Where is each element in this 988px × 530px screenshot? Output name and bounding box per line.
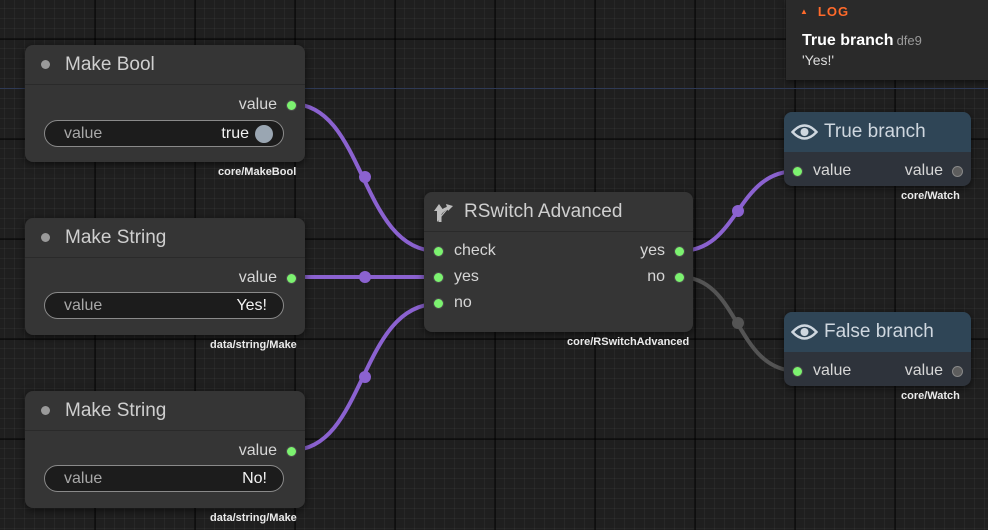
input-slot-check[interactable]: check xyxy=(433,241,496,261)
toggle-knob-icon[interactable] xyxy=(255,124,273,143)
node-title-label: False branch xyxy=(824,321,934,342)
node-type-label: core/Watch xyxy=(901,190,960,202)
slot-label: check xyxy=(454,242,496,259)
collapse-dot-icon[interactable] xyxy=(41,233,50,242)
node-make-bool[interactable]: Make Bool value value true xyxy=(25,45,305,162)
node-type-label: data/string/Make xyxy=(210,512,297,524)
node-type-label: core/Watch xyxy=(901,390,960,402)
slot-label: yes xyxy=(454,268,479,285)
output-slot-value[interactable]: value xyxy=(905,161,963,181)
output-pin[interactable] xyxy=(952,365,963,377)
text-widget[interactable]: value Yes! xyxy=(44,292,284,319)
output-pin[interactable] xyxy=(674,245,685,257)
link-midpoint[interactable] xyxy=(359,271,371,283)
slot-label: value xyxy=(904,362,943,379)
output-slot-value[interactable]: value xyxy=(239,95,297,115)
canvas-guide-line xyxy=(0,88,988,89)
log-entry-id: dfe9 xyxy=(896,33,922,48)
node-title[interactable]: Make String xyxy=(25,391,305,431)
log-header[interactable]: ▲ LOG xyxy=(800,4,849,19)
node-title[interactable]: RSwitch Advanced xyxy=(424,192,693,232)
slot-label: value xyxy=(813,362,852,379)
node-type-label: data/string/Make xyxy=(210,339,297,351)
link-midpoint[interactable] xyxy=(359,371,371,383)
node-false-branch[interactable]: False branch value value xyxy=(784,312,971,386)
slot-label: no xyxy=(454,294,472,311)
input-slot-value[interactable]: value xyxy=(792,161,851,181)
caret-up-icon[interactable]: ▲ xyxy=(800,7,809,16)
node-make-string[interactable]: Make String value value No! xyxy=(25,391,305,508)
log-header-label: LOG xyxy=(817,4,850,19)
widget-value: No! xyxy=(242,469,267,487)
slot-label: value xyxy=(238,269,277,286)
branch-fork-icon xyxy=(434,203,453,222)
log-entry-value: 'Yes!' xyxy=(802,52,835,68)
slot-label: no xyxy=(647,268,665,285)
slot-label: value xyxy=(813,162,852,179)
output-slot-yes[interactable]: yes xyxy=(640,241,685,261)
log-entry-name: True branch xyxy=(802,32,894,49)
node-type-label: core/MakeBool xyxy=(218,166,297,178)
node-rswitch-advanced[interactable]: RSwitch Advanced check yes no yes no xyxy=(424,192,693,332)
widget-value: true xyxy=(221,124,249,142)
input-pin[interactable] xyxy=(792,365,803,377)
slot-label: yes xyxy=(640,242,665,259)
output-slot-value[interactable]: value xyxy=(239,441,297,461)
output-slot-value[interactable]: value xyxy=(239,268,297,288)
widget-label: value xyxy=(64,124,103,142)
slot-label: value xyxy=(904,162,943,179)
input-slot-yes[interactable]: yes xyxy=(433,267,479,287)
node-title[interactable]: Make String xyxy=(25,218,305,258)
widget-label: value xyxy=(64,296,103,314)
output-slot-value[interactable]: value xyxy=(905,361,963,381)
output-pin[interactable] xyxy=(286,445,297,457)
eye-icon xyxy=(791,124,818,140)
slot-label: value xyxy=(238,442,277,459)
widget-label: value xyxy=(64,469,103,487)
output-pin[interactable] xyxy=(286,272,297,284)
output-slot-no[interactable]: no xyxy=(647,267,685,287)
input-slot-value[interactable]: value xyxy=(792,361,851,381)
input-pin[interactable] xyxy=(433,297,444,309)
node-title-label: RSwitch Advanced xyxy=(464,200,623,222)
node-title[interactable]: Make Bool xyxy=(25,45,305,85)
link-midpoint[interactable] xyxy=(732,317,744,329)
node-title-label: True branch xyxy=(824,121,926,142)
toggle-widget[interactable]: value true xyxy=(44,120,284,147)
link-midpoint[interactable] xyxy=(732,205,744,217)
input-slot-no[interactable]: no xyxy=(433,293,472,313)
input-pin[interactable] xyxy=(792,165,803,177)
node-title-label: Make String xyxy=(65,226,167,248)
slot-label: value xyxy=(238,96,277,113)
output-pin[interactable] xyxy=(286,99,297,111)
widget-value: Yes! xyxy=(236,296,267,314)
text-widget[interactable]: value No! xyxy=(44,465,284,492)
eye-icon xyxy=(791,324,818,340)
link-midpoint[interactable] xyxy=(359,171,371,183)
node-type-label: core/RSwitchAdvanced xyxy=(567,336,690,348)
collapse-dot-icon[interactable] xyxy=(41,60,50,69)
node-true-branch[interactable]: True branch value value xyxy=(784,112,971,186)
input-pin[interactable] xyxy=(433,245,444,257)
node-title[interactable]: True branch xyxy=(784,112,971,152)
node-title-label: Make String xyxy=(65,399,167,421)
input-pin[interactable] xyxy=(433,271,444,283)
node-title-label: Make Bool xyxy=(65,53,155,75)
node-title[interactable]: False branch xyxy=(784,312,971,352)
output-pin[interactable] xyxy=(952,165,963,177)
collapse-dot-icon[interactable] xyxy=(41,406,50,415)
output-pin[interactable] xyxy=(674,271,685,283)
node-make-string[interactable]: Make String value value Yes! xyxy=(25,218,305,335)
